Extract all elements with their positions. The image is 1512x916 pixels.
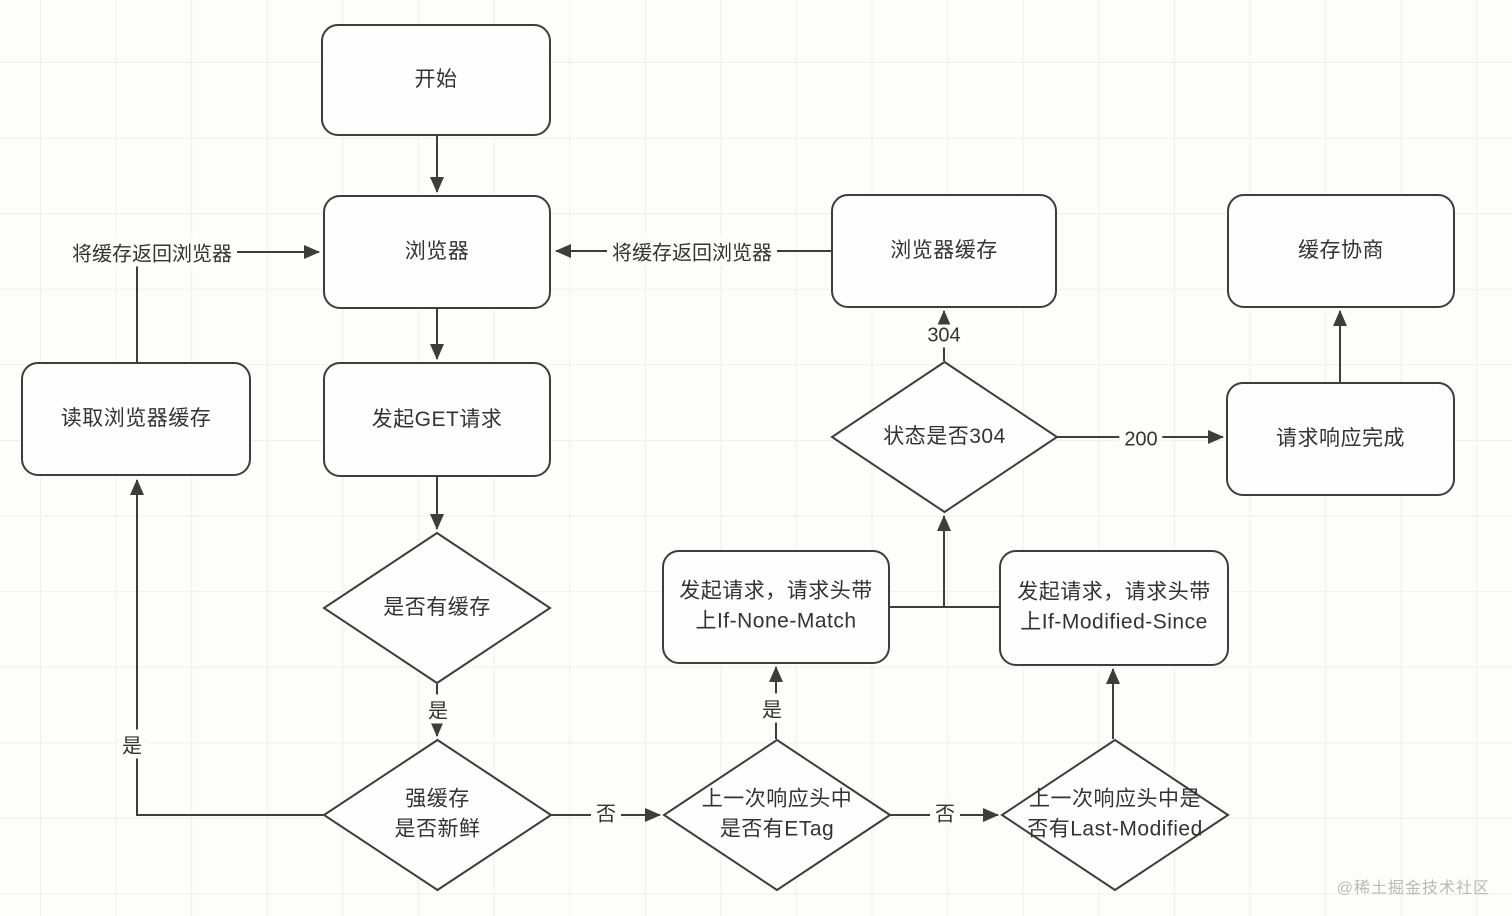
node-request-if-modified-since [999, 550, 1229, 666]
node-start [321, 24, 551, 136]
node-has-last-modified [1000, 738, 1230, 892]
node-request-if-none-match [662, 550, 890, 664]
node-request-response-done [1226, 382, 1455, 496]
node-browser-cache [831, 194, 1057, 308]
node-has-etag [662, 738, 892, 892]
node-read-browser-cache [21, 362, 251, 476]
node-has-cache [322, 531, 552, 685]
node-status-is-304 [830, 360, 1059, 514]
node-cache-negotiation [1227, 194, 1455, 308]
edge-return-cache-to-browser-left [136, 245, 320, 363]
node-send-get-request [323, 362, 551, 477]
edge-if-none-match-to-status [889, 515, 951, 608]
node-browser [323, 195, 551, 309]
edge-fresh-yes-to-read-cache [130, 479, 324, 816]
watermark: @稀土掘金技术社区 [1336, 880, 1490, 897]
node-strong-cache-fresh [322, 738, 553, 892]
